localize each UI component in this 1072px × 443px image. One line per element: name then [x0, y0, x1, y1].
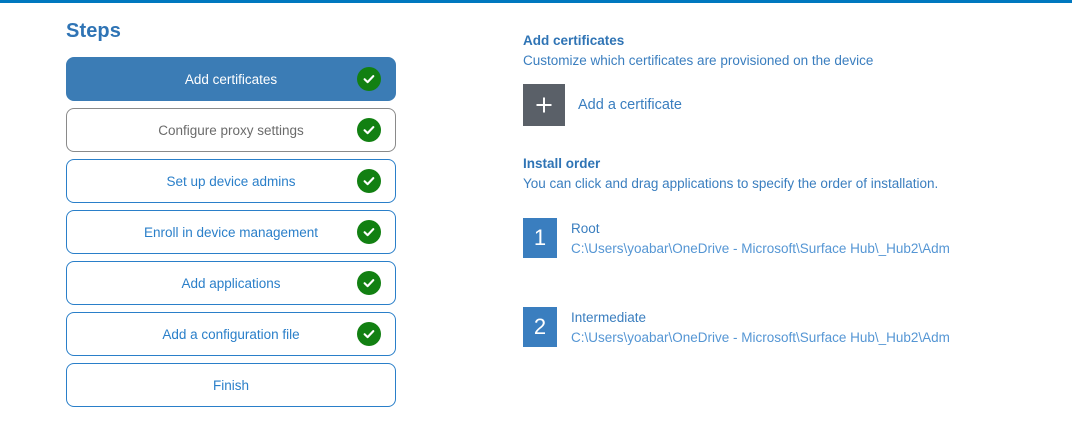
detail-panel: Add certificates Customize which certifi… [523, 33, 1072, 348]
install-order-subheading: You can click and drag applications to s… [523, 176, 939, 191]
add-certificate-button[interactable]: Add a certificate [523, 84, 682, 126]
detail-subheading: Customize which certificates are provisi… [523, 53, 874, 68]
plus-icon [523, 84, 565, 126]
step-button-5[interactable]: Add a configuration file [66, 312, 396, 356]
step-button-0[interactable]: Add certificates [66, 57, 396, 101]
check-icon [357, 271, 381, 295]
check-icon [357, 169, 381, 193]
order-item-name: Intermediate [571, 310, 647, 326]
step-button-label: Enroll in device management [143, 224, 319, 240]
step-button-label: Add a configuration file [162, 326, 300, 342]
order-number-badge: 1 [523, 218, 557, 258]
step-button-2[interactable]: Set up device admins [66, 159, 396, 203]
step-button-label: Finish [212, 377, 249, 393]
top-accent-bar [0, 0, 1072, 3]
detail-heading: Add certificates [523, 33, 625, 48]
install-order-section: Install order You can click and drag app… [523, 156, 1072, 348]
step-button-4[interactable]: Add applications [66, 261, 396, 305]
order-item-path: C:\Users\yoabar\OneDrive - Microsoft\Sur… [571, 240, 950, 256]
order-number-badge: 2 [523, 307, 557, 348]
step-button-1[interactable]: Configure proxy settings [66, 108, 396, 152]
step-button-label: Configure proxy settings [158, 122, 304, 138]
step-button-3[interactable]: Enroll in device management [66, 210, 396, 254]
step-button-label: Add certificates [184, 71, 278, 87]
steps-title: Steps [66, 20, 121, 42]
step-button-label: Add applications [181, 275, 281, 291]
check-icon [357, 67, 381, 91]
install-order-heading: Install order [523, 156, 601, 171]
check-icon [357, 220, 381, 244]
order-item-path: C:\Users\yoabar\OneDrive - Microsoft\Sur… [571, 329, 950, 345]
check-icon [357, 322, 381, 346]
step-button-label: Set up device admins [166, 173, 296, 189]
check-icon [357, 118, 381, 142]
step-button-6[interactable]: Finish [66, 363, 396, 407]
order-item-name: Root [571, 221, 600, 236]
add-certificate-label: Add a certificate [578, 97, 682, 113]
